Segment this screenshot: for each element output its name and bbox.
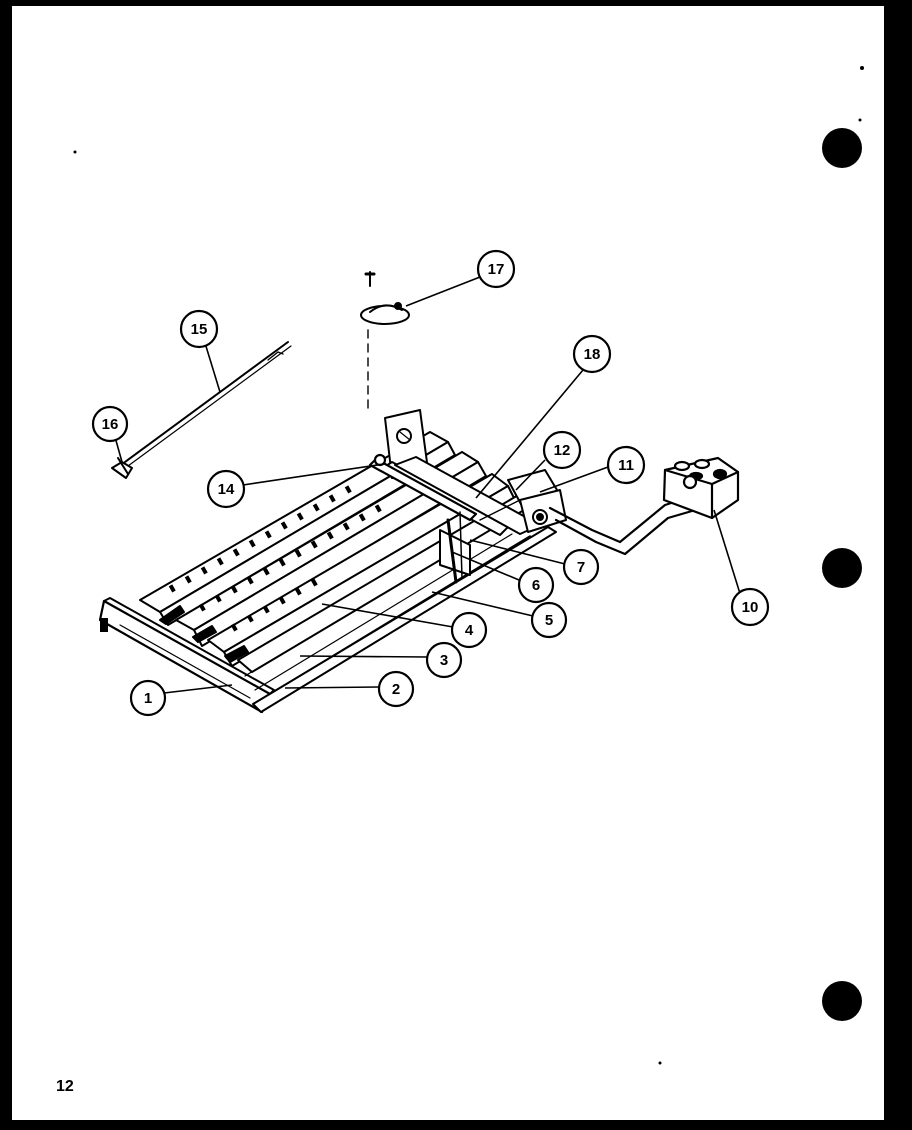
specks (73, 66, 864, 1065)
callout-6: 6 (517, 566, 555, 604)
gas-supply-pipe (548, 456, 740, 556)
callout-7: 7 (562, 548, 600, 586)
callout-10: 10 (730, 587, 770, 627)
svg-text:18: 18 (584, 346, 601, 363)
callout-5: 5 (530, 601, 568, 639)
punch-hole-top (822, 128, 862, 168)
burner-cap-17 (360, 271, 410, 411)
svg-text:15: 15 (191, 321, 208, 338)
svg-text:17: 17 (488, 261, 505, 278)
callout-1: 1 (129, 679, 167, 717)
callout-4: 4 (450, 611, 488, 649)
svg-text:1: 1 (144, 690, 152, 707)
callout-14: 14 (206, 469, 246, 509)
page-number: 12 (56, 1078, 74, 1095)
burner-ports (168, 485, 382, 632)
punch-hole-bottom (822, 981, 862, 1021)
svg-text:11: 11 (618, 457, 634, 474)
svg-text:7: 7 (577, 559, 585, 576)
burner-assembly (98, 271, 740, 714)
svg-text:4: 4 (465, 622, 474, 639)
svg-text:2: 2 (392, 681, 400, 698)
callout-12: 12 (542, 430, 582, 470)
callout-18: 18 (572, 334, 612, 374)
svg-text:10: 10 (742, 599, 759, 616)
svg-text:6: 6 (532, 577, 540, 594)
callout-11: 11 (606, 445, 646, 485)
callout-2: 2 (377, 670, 415, 708)
callout-16: 16 (91, 405, 129, 443)
leader-lines (114, 276, 743, 694)
callout-17: 17 (476, 249, 516, 289)
svg-text:16: 16 (102, 416, 119, 433)
igniter-rod (124, 341, 292, 467)
svg-text:3: 3 (440, 652, 448, 669)
callout-3: 3 (425, 641, 463, 679)
clip-16 (111, 457, 133, 479)
callout-15: 15 (179, 309, 219, 349)
svg-text:5: 5 (545, 612, 553, 629)
punch-hole-middle (822, 548, 862, 588)
svg-text:12: 12 (554, 442, 571, 459)
svg-text:14: 14 (218, 481, 235, 498)
